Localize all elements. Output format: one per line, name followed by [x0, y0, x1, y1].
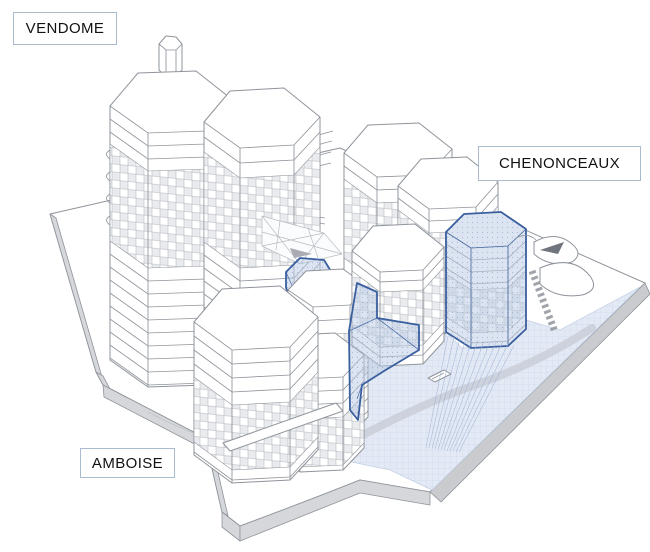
arrow-glyph [540, 242, 564, 254]
label-chenonceaux: CHENONCEAUX [478, 146, 641, 181]
highlighted-volume-mid [348, 282, 420, 421]
highlighted-tower-chenonceaux [445, 211, 527, 349]
label-amboise: AMBOISE [80, 448, 175, 478]
stair-strip [528, 269, 559, 334]
triangulated-canopy [261, 215, 343, 265]
tower-chimney [158, 35, 183, 77]
terrace-step [222, 402, 344, 452]
label-vendome: VENDOME [13, 12, 117, 45]
plaza-fan-hatch [425, 335, 515, 453]
tower-back-left [106, 70, 235, 388]
tower-front-left [193, 285, 319, 484]
pavilion-structures [515, 235, 595, 334]
